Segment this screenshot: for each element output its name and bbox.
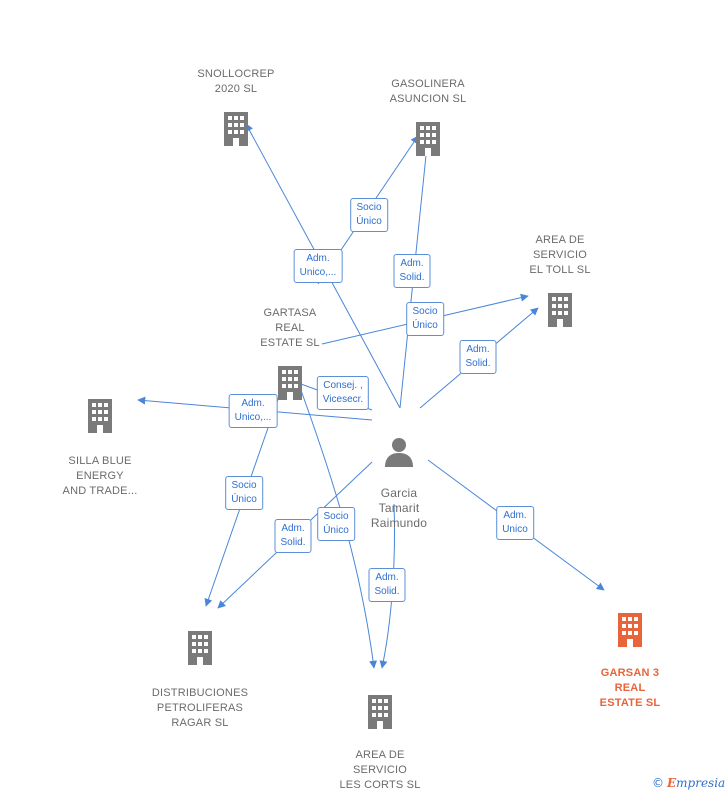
relation-label[interactable]: Adm. Solid. [368, 568, 406, 602]
company-node-snollocrep[interactable]: SNOLLOCREP 2020 SL [186, 52, 286, 161]
company-name: DISTRIBUCIONES PETROLIFERAS RAGAR SL [151, 687, 249, 729]
relation-label[interactable]: Socio Único [317, 507, 355, 541]
building-icon [188, 631, 212, 665]
building-icon [368, 695, 392, 729]
relation-label[interactable]: Consej. , Vicesecr. [316, 376, 370, 410]
company-node-distrib[interactable]: DISTRIBUCIONES PETROLIFERAS RAGAR SL [140, 616, 260, 746]
company-name: GARTASA REAL ESTATE SL [260, 307, 320, 349]
company-node-gartasa[interactable]: GARTASA REAL ESTATE SL [240, 291, 340, 415]
relation-label[interactable]: Adm. Solid. [459, 340, 497, 374]
company-name: SNOLLOCREP 2020 SL [197, 68, 275, 95]
company-node-silla[interactable]: SILLA BLUE ENERGY AND TRADE... [48, 384, 152, 514]
company-name: SILLA BLUE ENERGY AND TRADE... [62, 455, 138, 497]
building-icon [618, 613, 642, 647]
brand-text: mpresia [676, 776, 726, 790]
person-name: Garcia Tamarit Raimundo [370, 486, 428, 530]
relation-label[interactable]: Adm. Unico,... [228, 394, 278, 428]
person-icon [385, 438, 413, 467]
company-node-gasolinera[interactable]: GASOLINERA ASUNCION SL [368, 62, 488, 171]
copyright-symbol: © [652, 776, 664, 790]
brand-logo: ©Empresia [652, 776, 725, 790]
company-node-corts[interactable]: AREA DE SERVICIO LES CORTS SL [320, 680, 440, 795]
brand-initial: E [667, 776, 677, 790]
company-node-garsan[interactable]: GARSAN 3 REAL ESTATE SL [578, 598, 682, 726]
building-icon [278, 366, 302, 400]
building-icon [416, 122, 440, 156]
relation-label[interactable]: Adm. Unico,... [293, 249, 343, 283]
relation-label[interactable]: Socio Único [350, 198, 388, 232]
relation-label[interactable]: Socio Único [225, 476, 263, 510]
relation-label[interactable]: Adm. Solid. [274, 519, 312, 553]
relation-label[interactable]: Socio Único [406, 302, 444, 336]
relation-label[interactable]: Adm. Solid. [393, 254, 431, 288]
company-name: AREA DE SERVICIO LES CORTS SL [339, 749, 421, 791]
company-name: GASOLINERA ASUNCION SL [389, 78, 467, 105]
building-icon [548, 293, 572, 327]
person-node-center[interactable]: Garcia Tamarit Raimundo [356, 420, 442, 546]
building-icon [224, 112, 248, 146]
company-node-toll[interactable]: AREA DE SERVICIO EL TOLL SL [510, 218, 610, 342]
building-icon [88, 399, 112, 433]
company-name: GARSAN 3 REAL ESTATE SL [599, 667, 661, 709]
relation-label[interactable]: Adm. Unico [496, 506, 534, 540]
company-name: AREA DE SERVICIO EL TOLL SL [529, 234, 591, 276]
